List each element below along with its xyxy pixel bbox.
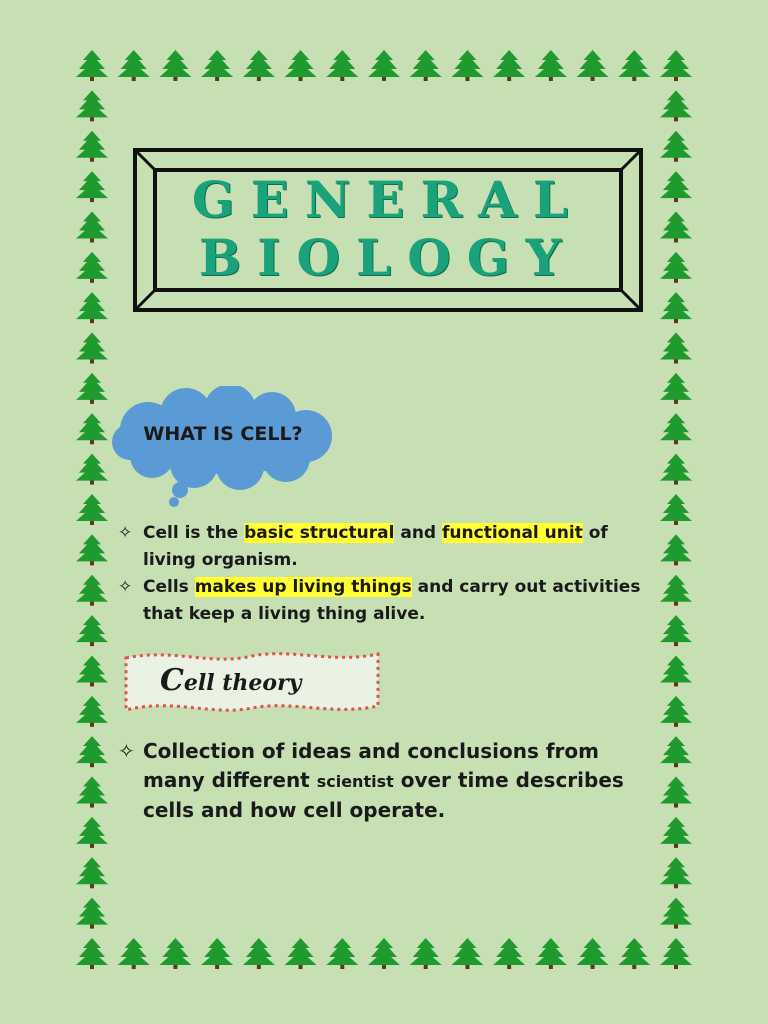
pine-tree-icon xyxy=(76,90,108,122)
pine-tree-icon xyxy=(201,50,234,81)
pine-tree-icon xyxy=(159,938,192,969)
pine-tree-icon xyxy=(660,615,692,647)
pine-tree-icon xyxy=(76,50,108,81)
pine-tree-icon xyxy=(326,50,359,81)
pine-tree-icon xyxy=(534,938,567,969)
pine-tree-icon xyxy=(660,413,692,445)
pine-tree-icon xyxy=(660,857,692,889)
pine-tree-icon xyxy=(76,857,108,889)
sparkle-bullet-icon: ✧ xyxy=(118,523,133,543)
pine-tree-icon xyxy=(660,655,692,687)
pine-tree-icon xyxy=(660,736,692,768)
highlight: functional unit xyxy=(442,523,583,543)
pine-tree-icon xyxy=(409,50,442,81)
pine-tree-icon xyxy=(76,534,108,566)
pine-tree-icon xyxy=(76,292,108,324)
pine-tree-icon xyxy=(660,251,692,283)
pine-tree-icon xyxy=(493,50,526,81)
pine-tree-icon xyxy=(76,251,108,283)
pine-tree-icon xyxy=(660,211,692,243)
pine-tree-icon xyxy=(76,776,108,808)
pine-tree-icon xyxy=(117,938,150,969)
pine-tree-icon xyxy=(493,938,526,969)
pine-tree-icon xyxy=(660,292,692,324)
pine-tree-icon xyxy=(76,695,108,727)
pine-tree-icon xyxy=(660,130,692,162)
title-biology: BIOLOGY xyxy=(198,228,578,287)
pine-tree-icon xyxy=(368,938,400,969)
pine-tree-icon xyxy=(576,50,609,81)
pine-tree-icon xyxy=(660,695,692,727)
pine-tree-icon xyxy=(660,574,692,606)
pine-tree-icon xyxy=(76,372,108,404)
pine-tree-icon xyxy=(284,938,317,969)
pine-tree-icon xyxy=(660,332,692,364)
pine-tree-icon xyxy=(76,130,108,162)
sparkle-bullet-icon: ✧ xyxy=(118,577,133,597)
pine-tree-icon xyxy=(660,90,692,122)
pine-tree-icon xyxy=(76,574,108,606)
pine-tree-icon xyxy=(284,50,317,81)
pine-tree-icon xyxy=(242,938,275,969)
pine-tree-icon xyxy=(409,938,442,969)
cell-theory-heading: Cell theory xyxy=(160,663,302,698)
pine-tree-icon xyxy=(76,938,108,969)
title-general: GENERAL xyxy=(191,170,585,229)
pine-tree-icon xyxy=(534,50,567,81)
pine-tree-icon xyxy=(201,938,234,969)
pine-tree-icon xyxy=(660,453,692,485)
pine-tree-icon xyxy=(76,171,108,203)
pine-tree-icon xyxy=(660,494,692,525)
pine-tree-icon xyxy=(660,938,692,969)
pine-tree-icon xyxy=(368,50,400,81)
bullet-item-cell-activities: ✧ Cells makes up living things and carry… xyxy=(118,574,648,628)
cell-theory-banner xyxy=(124,652,380,712)
bullet-text: Collection of ideas and conclusions from… xyxy=(143,739,624,822)
highlight: basic structural xyxy=(244,523,395,543)
bullet-text: Cells makes up living things and carry o… xyxy=(143,577,641,624)
pine-tree-icon xyxy=(76,615,108,647)
pine-tree-icon xyxy=(159,50,192,81)
pine-tree-icon xyxy=(451,50,484,81)
bullet-text: Cell is the basic structural and functio… xyxy=(143,523,608,570)
pine-tree-icon xyxy=(660,897,692,929)
bullet-item-cell-theory: ✧ Collection of ideas and conclusions fr… xyxy=(118,737,648,825)
pine-tree-icon xyxy=(76,494,108,525)
pine-tree-icon xyxy=(660,50,692,81)
pine-tree-icon xyxy=(76,453,108,485)
pine-tree-icon xyxy=(76,736,108,768)
pine-tree-icon xyxy=(326,938,359,969)
pine-tree-icon xyxy=(660,372,692,404)
pine-tree-icon xyxy=(76,211,108,243)
pine-tree-icon xyxy=(660,816,692,848)
pine-tree-icon xyxy=(76,413,108,445)
title-frame xyxy=(133,148,643,312)
pine-tree-icon xyxy=(242,50,275,81)
bullet-item-cell-definition: ✧ Cell is the basic structural and funct… xyxy=(118,520,648,574)
pine-tree-icon xyxy=(660,171,692,203)
pine-tree-icon xyxy=(618,938,651,969)
highlight: makes up living things xyxy=(194,577,412,597)
sparkle-bullet-icon: ✧ xyxy=(118,739,135,763)
pine-tree-icon xyxy=(76,332,108,364)
pine-tree-icon xyxy=(76,655,108,687)
pine-tree-icon xyxy=(76,816,108,848)
cloud-label: WHAT IS CELL? xyxy=(143,423,303,445)
pine-tree-icon xyxy=(76,897,108,929)
pine-tree-icon xyxy=(660,534,692,566)
pine-tree-icon xyxy=(117,50,150,81)
pine-tree-icon xyxy=(451,938,484,969)
pine-tree-icon xyxy=(660,776,692,808)
pine-tree-icon xyxy=(618,50,651,81)
pine-tree-icon xyxy=(576,938,609,969)
cloud-shape xyxy=(112,386,332,507)
